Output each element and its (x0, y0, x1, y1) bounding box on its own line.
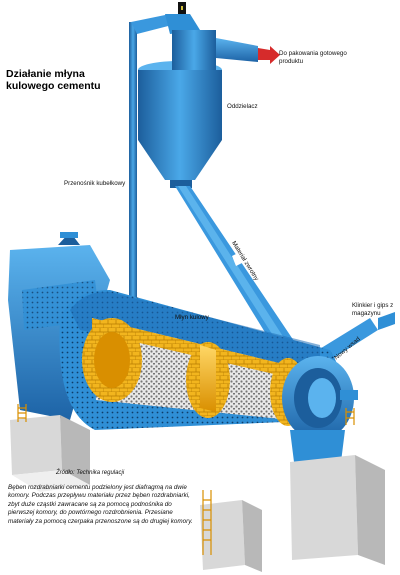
label-separator: Oddzielacz (227, 103, 258, 110)
source-note: Źródło: Technika regulacji (56, 470, 125, 476)
label-clinker: Klinkier i gips z magazynu (352, 302, 394, 317)
left-support (10, 404, 90, 492)
label-outlet: Do pakowania gotowego produktu (279, 50, 347, 65)
mill-drum (59, 290, 340, 430)
label-elevator: Przenośnik kubełkowy (64, 180, 126, 187)
separator (138, 30, 280, 188)
bucket-elevator (129, 14, 200, 322)
diagram-title: Działanie młyna kulowego cementu (6, 68, 101, 92)
outlet-end (282, 356, 358, 470)
return-chute (175, 186, 300, 360)
caption-text: Bęben rozdrabniarki cementu podzielony j… (8, 484, 193, 525)
label-mill: Młyn kulowy (175, 314, 209, 321)
right-support (200, 408, 385, 572)
